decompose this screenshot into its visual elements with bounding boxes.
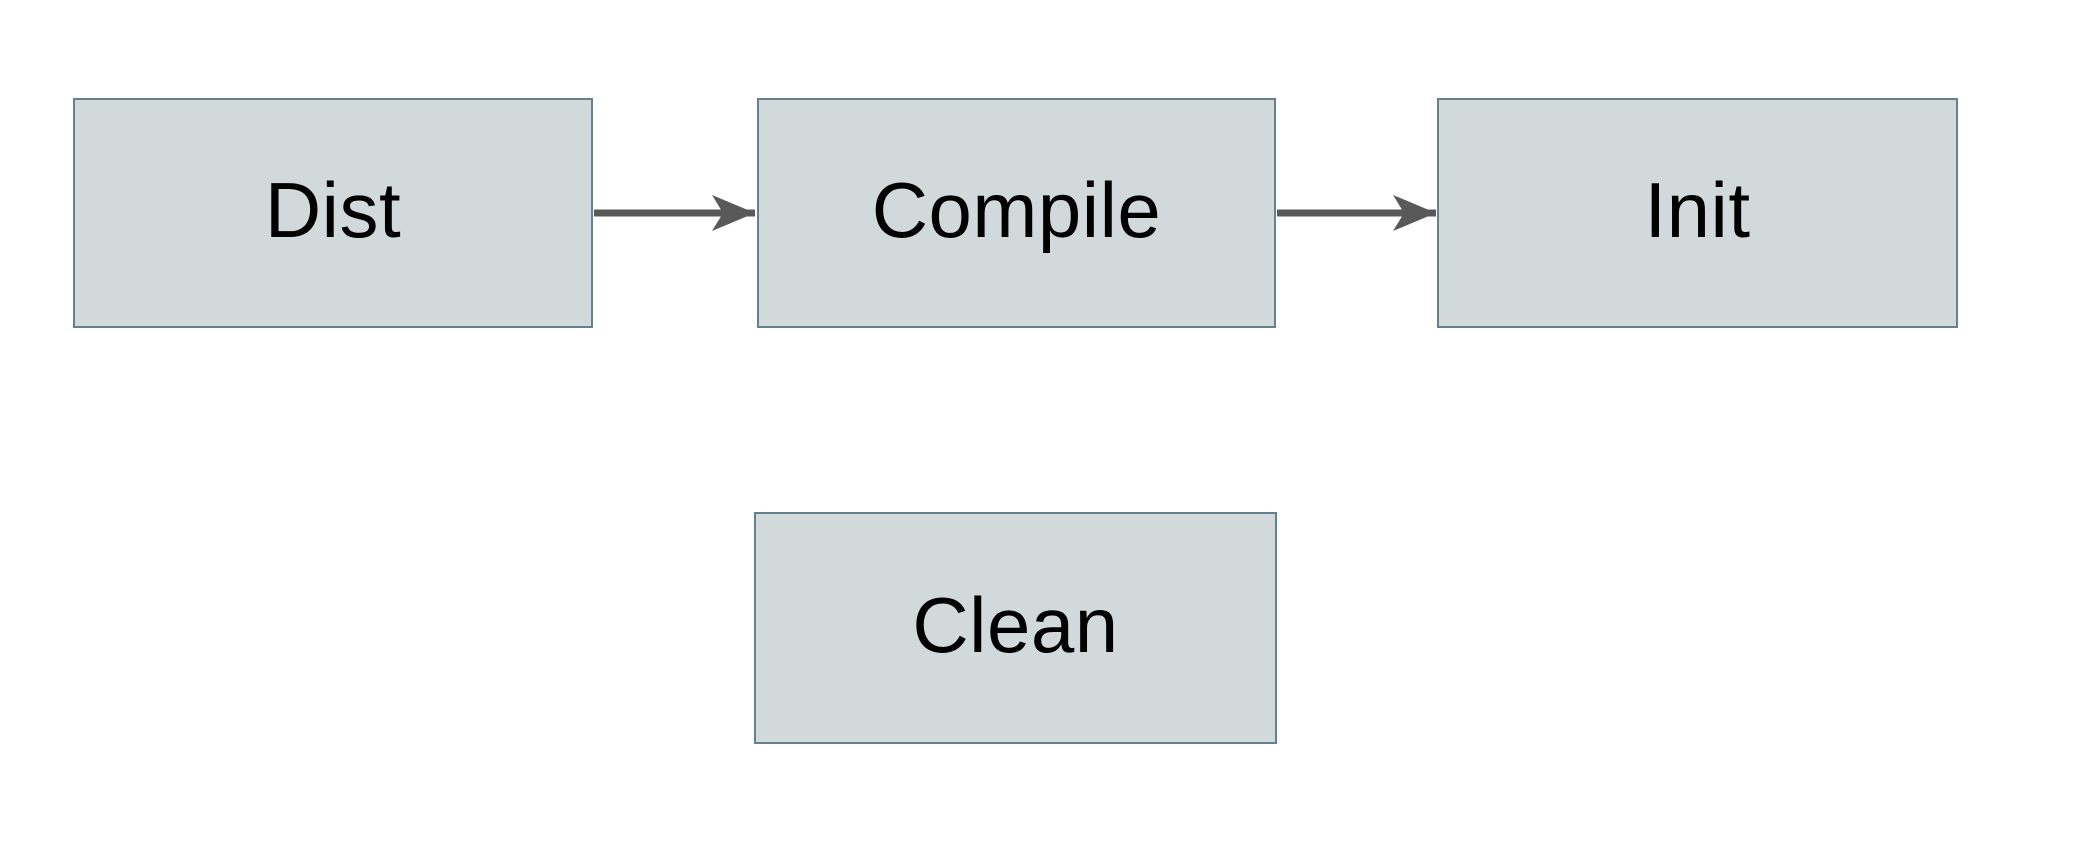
node-compile-label: Compile <box>871 166 1162 254</box>
node-clean[interactable]: Clean <box>754 512 1277 744</box>
node-compile[interactable]: Compile <box>757 98 1276 328</box>
node-dist-label: Dist <box>264 166 402 254</box>
node-init-label: Init <box>1644 166 1751 254</box>
node-clean-label: Clean <box>912 581 1119 669</box>
node-init[interactable]: Init <box>1437 98 1958 328</box>
node-dist[interactable]: Dist <box>73 98 593 328</box>
